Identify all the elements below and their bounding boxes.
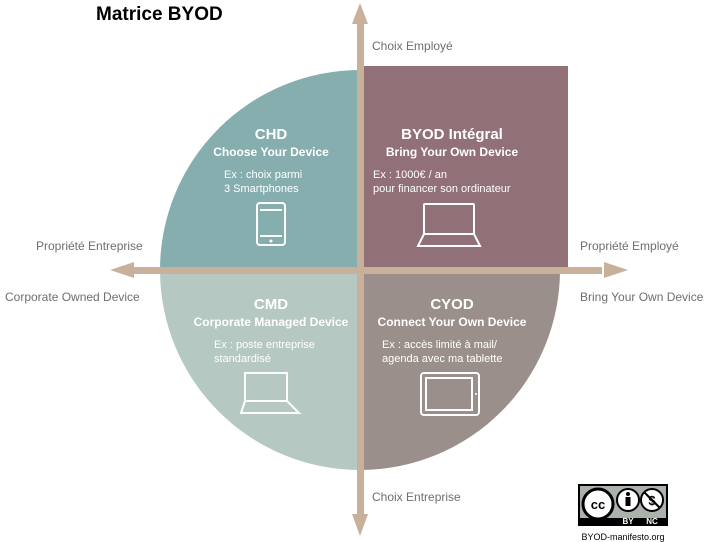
laptop-icon [239, 372, 302, 414]
quadrant-byod-text: BYOD Intégral Bring Your Own Device Ex :… [372, 125, 532, 197]
cc-icon: cc [581, 487, 615, 521]
arrow-left-icon [110, 262, 134, 278]
nc-icon: $ [640, 488, 664, 512]
tablet-icon [420, 372, 480, 416]
by-icon [616, 488, 640, 512]
quadrant-example: Ex : poste entreprise standardisé [214, 339, 315, 366]
arrow-up-icon [352, 3, 368, 24]
quadrant-example: Ex : choix parmi 3 Smartphones [224, 169, 303, 196]
quadrant-chd-text: CHD Choose Your Device Ex : choix parmi … [196, 125, 346, 197]
cc-badge-graphic: cc $ BY NC [578, 484, 668, 526]
quadrant-cyod-text: CYOD Connect Your Own Device Ex : accès … [369, 295, 535, 367]
axis-label-left-top: Propriété Entreprise [36, 239, 143, 253]
quadrant-cmd [160, 270, 360, 470]
quadrant-subtitle: Bring Your Own Device [385, 144, 519, 159]
vertical-axis [352, 3, 368, 536]
smartphone-icon [256, 202, 286, 246]
horizontal-axis [110, 262, 628, 278]
laptop-icon [416, 203, 482, 247]
by-label: BY [622, 517, 634, 526]
quadrant-title: BYOD Intégral [401, 126, 503, 143]
quadrant-cmd-text: CMD Corporate Managed Device Ex : poste … [186, 295, 356, 367]
quadrant-subtitle: Corporate Managed Device [193, 314, 349, 329]
quadrant-title: CYOD [430, 296, 474, 313]
quadrant-example: Ex : 1000€ / an pour financer son ordina… [373, 169, 511, 196]
quadrant-title: CMD [253, 296, 289, 313]
arrow-right-icon [604, 262, 628, 278]
axis-label-left-bottom: Corporate Owned Device [5, 290, 140, 304]
quadrant-title: CHD [254, 126, 288, 143]
cc-license-badge: cc $ BY NC BYOD-manifesto.org [578, 484, 668, 542]
quadrant-cyod [360, 270, 560, 470]
nc-label: NC [646, 517, 658, 526]
quadrant-byod [360, 66, 568, 270]
quadrant-chd [160, 70, 360, 270]
axis-label-right-bottom: Bring Your Own Device [580, 290, 704, 304]
page-title: Matrice BYOD [96, 4, 223, 25]
svg-text:cc: cc [591, 497, 605, 512]
axis-label-bottom: Choix Entreprise [372, 490, 461, 504]
quadrant-example: Ex : accès limité à mail/ agenda avec ma… [382, 339, 503, 366]
quadrant-subtitle: Choose Your Device [213, 144, 329, 159]
license-site: BYOD-manifesto.org [581, 532, 665, 542]
quadrant-subtitle: Connect Your Own Device [377, 314, 527, 329]
axis-label-top: Choix Employé [372, 39, 453, 53]
axis-label-right-top: Propriété Employé [580, 239, 679, 253]
arrow-down-icon [352, 514, 368, 536]
